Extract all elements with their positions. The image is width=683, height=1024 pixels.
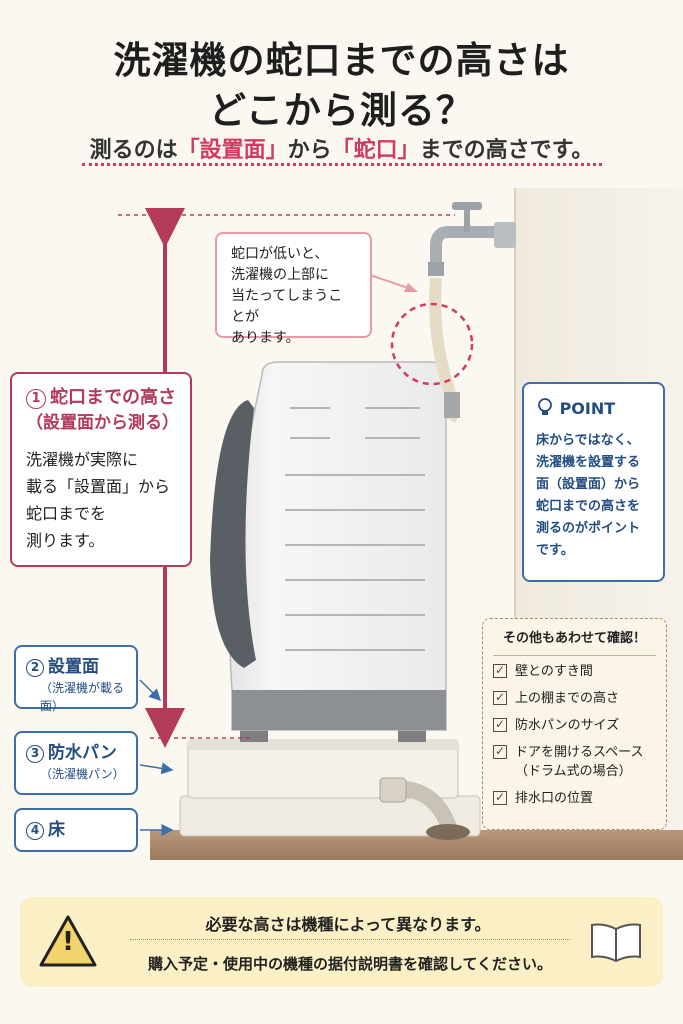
checklist-item-label: 防水パンのサイズ [515, 718, 620, 733]
checkbox-icon: ✓ [493, 790, 507, 805]
faucet-mount [494, 222, 516, 248]
page-subtitle: 測るのは「設置面」から「蛇口」までの高さです。 [0, 132, 683, 164]
lightbulb-icon [538, 398, 552, 415]
checkbox-icon: ✓ [493, 744, 507, 759]
bubble-line-4: あります。 [231, 330, 300, 346]
subtitle-mid: から [287, 138, 332, 163]
checklist-item: ✓ 上の棚までの高さ [493, 689, 656, 708]
bubble-line-3: 当たってしまうことが [231, 288, 343, 325]
notice-line-1: 必要な高さは機種によって異なります。 [205, 915, 491, 934]
label-floor-title: 床 [48, 820, 65, 840]
checklist-item: ✓ 排水口の位置 [493, 789, 656, 808]
number-badge-3: 3 [26, 745, 44, 763]
measure-body-line-3: 蛇口までを [26, 504, 107, 523]
measure-body: 洗濯機が実際に 載る「設置面」から 蛇口までを 測ります。 [26, 446, 176, 554]
checklist-box: その他もあわせて確認！ ✓ 壁とのすき間 ✓ 上の棚までの高さ ✓ 防水パンのサ… [482, 618, 667, 830]
checklist-item: ✓ ドアを開けるスペース （ドラム式の場合） [493, 743, 656, 781]
checklist-item-label: 排水口の位置 [515, 791, 594, 806]
checklist-item-sublabel: （ドラム式の場合） [515, 764, 632, 779]
point-line-6: です。 [536, 543, 574, 558]
point-line-4: 蛇口までの高さを [536, 499, 641, 514]
checklist-item-label: 上の棚までの高さ [515, 691, 620, 706]
point-line-5: 測るのがポイント [536, 521, 641, 536]
book-icon [591, 923, 641, 963]
point-line-2: 洗濯機を設置する [536, 455, 641, 470]
point-body: 床からではなく、 洗濯機を設置する 面（設置面）から 蛇口までの高さを 測るのが… [536, 430, 651, 562]
page-title-line1: 洗濯機の蛇口までの高さは [113, 39, 570, 82]
number-badge-1: 1 [26, 389, 46, 409]
checklist-divider [493, 655, 656, 656]
notice-banner: ! 必要な高さは機種によって異なります。 購入予定・使用中の機種の据付説明書を確… [20, 897, 663, 987]
checklist-item: ✓ 防水パンのサイズ [493, 716, 656, 735]
point-line-3: 面（設置面）から [536, 477, 641, 492]
machine-door [210, 400, 256, 668]
number-badge-2: 2 [26, 659, 44, 677]
measure-title-sub: （設置面から測る） [26, 413, 179, 433]
faucet [430, 226, 494, 264]
point-box: POINT 床からではなく、 洗濯機を設置する 面（設置面）から 蛇口までの高さ… [522, 382, 665, 582]
point-line-1: 床からではなく、 [536, 433, 640, 448]
measure-body-line-1: 洗濯機が実際に [26, 450, 139, 469]
checkbox-icon: ✓ [493, 717, 507, 732]
measure-title-text: 蛇口までの高さ [50, 387, 176, 408]
collision-highlight-circle [390, 302, 474, 386]
checklist-item-label: 壁とのすき間 [515, 664, 593, 679]
warning-icon [39, 915, 97, 967]
measure-body-line-2: 載る「設置面」から [26, 477, 171, 496]
checklist-item: ✓ 壁とのすき間 [493, 662, 656, 681]
point-title: POINT [536, 396, 651, 422]
subtitle-underline [82, 163, 602, 166]
notice-divider [130, 939, 570, 940]
checkbox-icon: ✓ [493, 663, 507, 678]
checklist-title: その他もあわせて確認！ [502, 631, 646, 646]
subtitle-pre: 測るのは [89, 138, 178, 163]
bubble-line-1: 蛇口が低いと、 [231, 246, 329, 262]
subtitle-post: までの高さです。 [419, 138, 594, 163]
warning-bubble: 蛇口が低いと、 洗濯機の上部に 当たってしまうことが あります。 [215, 232, 372, 346]
label-waterproof-pan-title: 防水パン [48, 743, 117, 763]
subtitle-highlight-1: 「設置面」 [177, 138, 288, 163]
notice-line-2: 購入予定・使用中の機種の据付説明書を確認してください。 [147, 955, 553, 973]
checkbox-icon: ✓ [493, 690, 507, 705]
subtitle-highlight-2: 「蛇口」 [331, 138, 420, 163]
label-install-surface-sub: （洗濯機が載る面） [40, 681, 125, 713]
measure-body-line-4: 測ります。 [26, 531, 105, 550]
label-waterproof-pan-sub: （洗濯機パン） [40, 767, 125, 781]
label-install-surface-title: 設置面 [48, 657, 99, 677]
checklist-item-label: ドアを開けるスペース [515, 745, 644, 760]
number-badge-4: 4 [26, 822, 44, 840]
point-title-text: POINT [559, 399, 616, 418]
bubble-line-2: 洗濯機の上部に [231, 267, 329, 283]
page-title-line2: どこから測る？ [209, 89, 474, 132]
warning-glyph: ! [62, 927, 74, 957]
